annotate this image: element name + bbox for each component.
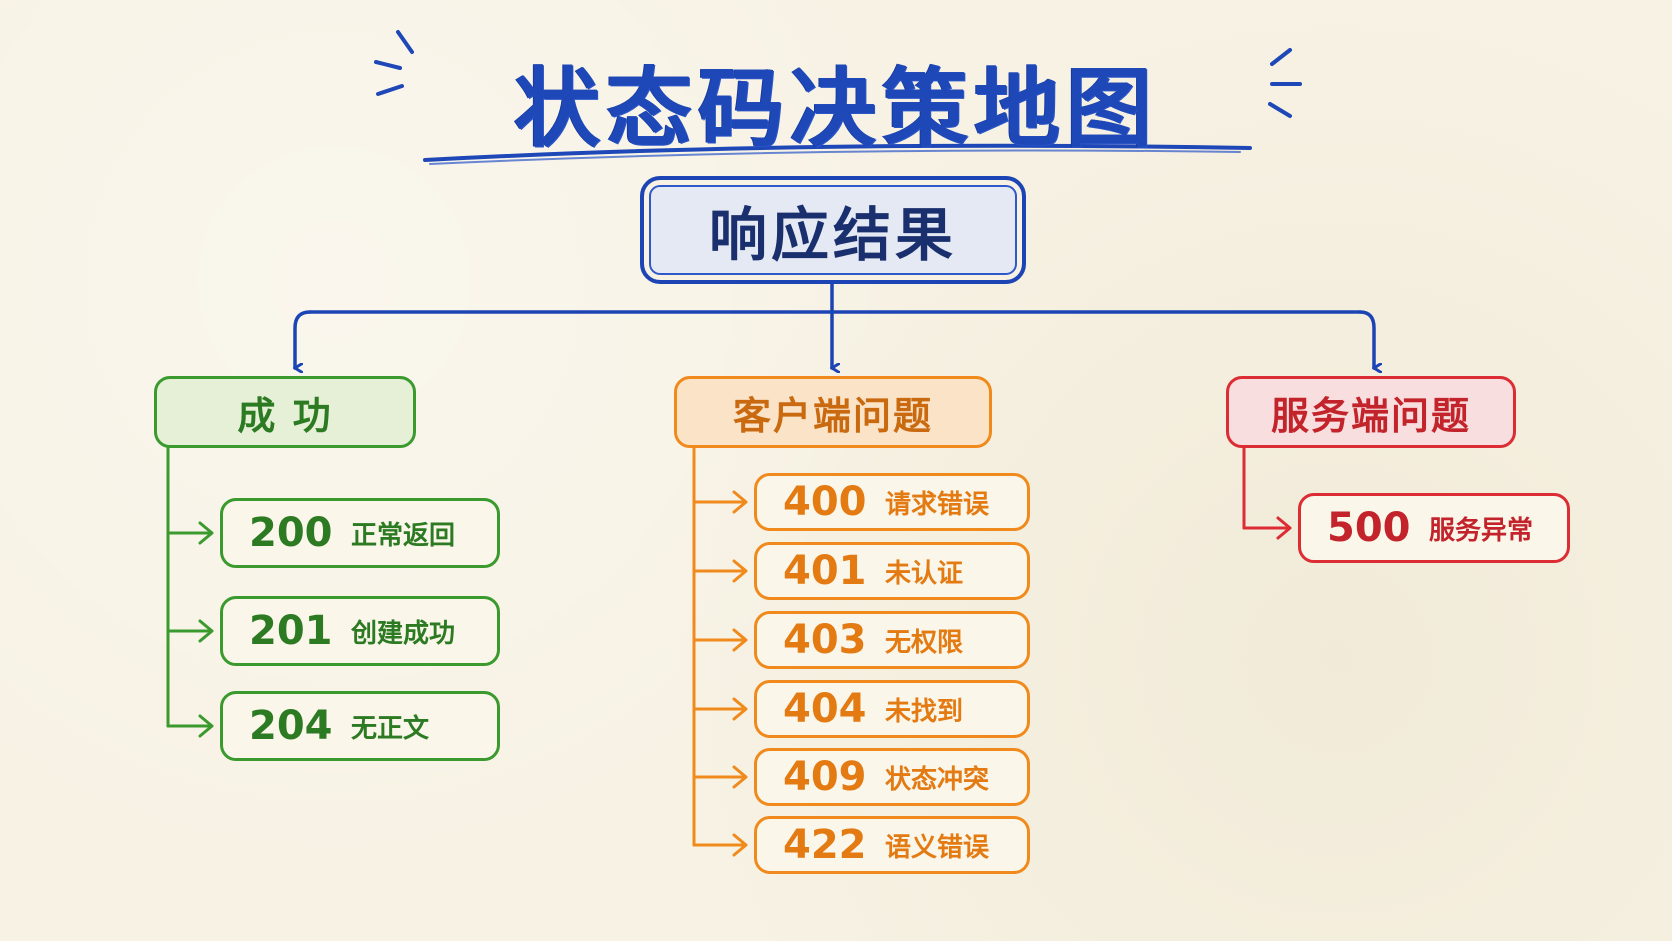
status-description: 请求错误 <box>885 489 990 520</box>
title-sparkle-right-icon <box>1268 48 1302 118</box>
code-node-422: 422 语义错误 <box>754 816 1030 874</box>
diagram-title: 状态码决策地图 <box>514 59 1158 159</box>
status-code: 404 <box>783 686 867 732</box>
category-server-error: 服务端问题 <box>1226 376 1516 448</box>
status-description: 状态冲突 <box>885 764 990 795</box>
code-node-200: 200 正常返回 <box>220 498 500 568</box>
status-description: 服务异常 <box>1429 515 1534 546</box>
code-node-400: 400 请求错误 <box>754 473 1030 531</box>
status-description: 无正文 <box>351 713 430 744</box>
status-description: 语义错误 <box>885 832 990 863</box>
category-success: 成 功 <box>154 376 416 448</box>
code-node-404: 404 未找到 <box>754 680 1030 738</box>
status-code: 403 <box>783 617 867 663</box>
code-node-401: 401 未认证 <box>754 542 1030 600</box>
status-code: 201 <box>249 608 333 654</box>
title-sparkle-left-icon <box>374 30 414 96</box>
status-description: 未找到 <box>885 696 964 727</box>
title-underline <box>423 143 1252 162</box>
status-description: 未认证 <box>885 558 964 589</box>
status-code: 401 <box>783 548 867 594</box>
status-description: 正常返回 <box>351 520 456 551</box>
code-node-204: 204 无正文 <box>220 691 500 761</box>
status-code: 422 <box>783 822 867 868</box>
code-node-500: 500 服务异常 <box>1298 493 1570 563</box>
category-client-error: 客户端问题 <box>674 376 992 448</box>
code-node-403: 403 无权限 <box>754 611 1030 669</box>
status-description: 创建成功 <box>351 618 456 649</box>
code-node-201: 201 创建成功 <box>220 596 500 666</box>
root-node: 响应结果 <box>640 176 1026 284</box>
status-description: 无权限 <box>885 627 964 658</box>
status-code: 400 <box>783 479 867 525</box>
root-to-server-arrow <box>1358 310 1374 368</box>
status-code: 204 <box>249 703 333 749</box>
code-node-409: 409 状态冲突 <box>754 748 1030 806</box>
status-code: 409 <box>783 754 867 800</box>
status-code: 200 <box>249 510 333 556</box>
status-code: 500 <box>1327 505 1411 551</box>
root-to-success-arrow <box>295 310 312 368</box>
